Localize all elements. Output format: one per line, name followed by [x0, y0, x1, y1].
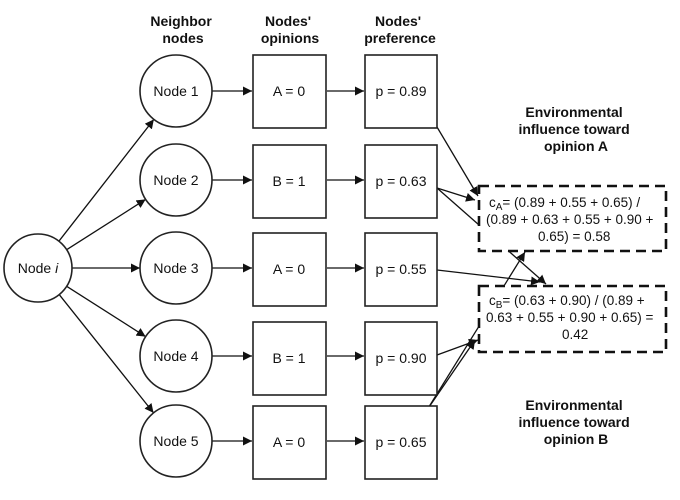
- opinion-box-1: [252, 54, 327, 129]
- center-node: Node i: [3, 233, 73, 303]
- edge-center-to-node-4: [66, 285, 146, 338]
- preference-box-5: [364, 405, 438, 480]
- neighbor-row-1: Node 1 A = 0 p = 0.89: [139, 54, 438, 129]
- preference-box-2: [364, 144, 438, 219]
- neighbor-row-3: Node 3 A = 0 p = 0.55: [139, 231, 438, 307]
- preference-box-4-label: p = 0.90: [376, 350, 427, 366]
- edge-pref-4-to-influence-b: [436, 338, 479, 356]
- preference-box-5-label: p = 0.65: [376, 434, 427, 450]
- header-nodes-preference: Nodes' preference: [364, 13, 436, 46]
- neighbor-node-1: [139, 54, 213, 128]
- preference-box-1-label: p = 0.89: [376, 83, 427, 99]
- header-nodes-opinions: Nodes' opinions: [261, 13, 320, 46]
- preference-box-2-label: p = 0.63: [376, 173, 427, 189]
- formula-b-text: cB= (0.63 + 0.90) / (0.89 + 0.63 + 0.55 …: [486, 293, 657, 342]
- center-node-circle: [3, 233, 73, 303]
- preference-box-4: [364, 321, 438, 396]
- edge-center-to-node-2: [66, 198, 146, 251]
- neighbor-row-5: Node 5 A = 0 p = 0.65: [139, 404, 438, 480]
- edge-pref-1-to-influence-a: [436, 126, 479, 197]
- formula-box-b: cB= (0.63 + 0.90) / (0.89 + 0.63 + 0.55 …: [477, 284, 668, 354]
- neighbor-node-4-label: Node 4: [153, 348, 198, 364]
- center-node-label: Node i: [18, 260, 59, 276]
- neighbor-node-3-label: Node 3: [153, 260, 198, 276]
- formula-box-b-frame: [477, 284, 668, 354]
- neighbor-node-5-label: Node 5: [153, 433, 198, 449]
- preference-box-1: [364, 54, 438, 129]
- edge-pref-5-to-influence-b-side: [426, 339, 476, 411]
- neighbor-node-1-label: Node 1: [153, 83, 198, 99]
- neighbor-node-3: [139, 231, 213, 305]
- edge-center-to-node-1: [58, 118, 155, 242]
- formula-box-a: cA= (0.89 + 0.55 + 0.65) / (0.89 + 0.63 …: [477, 184, 668, 253]
- neighbor-node-2: [139, 143, 213, 217]
- header-neighbor-nodes: Neighbor nodes: [150, 13, 215, 46]
- edge-center-to-node-5: [58, 294, 155, 414]
- opinion-box-2: [252, 144, 327, 219]
- opinion-box-4: [252, 321, 327, 396]
- opinion-box-4-label: B = 1: [272, 350, 305, 366]
- preference-box-3: [364, 232, 438, 307]
- formula-a-text: cA= (0.89 + 0.55 + 0.65) / (0.89 + 0.63 …: [486, 195, 657, 244]
- edge-pref-3-to-influence-a: [436, 269, 541, 286]
- preference-box-3-label: p = 0.55: [376, 261, 427, 277]
- opinion-box-3-label: A = 0: [273, 261, 306, 277]
- neighbor-node-2-label: Node 2: [153, 172, 198, 188]
- formula-box-a-frame: [477, 184, 668, 253]
- neighbor-node-5: [139, 404, 213, 478]
- opinion-box-2-label: B = 1: [272, 173, 305, 189]
- opinion-box-5-label: A = 0: [273, 434, 306, 450]
- neighbor-row-4: Node 4 B = 1 p = 0.90: [139, 319, 438, 396]
- neighbor-node-4: [139, 319, 213, 393]
- neighbor-row-2: Node 2 B = 1 p = 0.63: [139, 143, 438, 219]
- influence-a-title: Environmental influence toward opinion A: [518, 104, 633, 154]
- opinion-box-1-label: A = 0: [273, 83, 306, 99]
- edge-pref-2-to-influence-a-side: [436, 187, 476, 202]
- opinion-box-3: [252, 232, 327, 307]
- edges: [58, 86, 547, 446]
- opinion-box-5: [252, 405, 327, 480]
- edge-pref-5-to-influence-a: [426, 251, 526, 411]
- influence-b-title: Environmental influence toward opinion B: [518, 397, 633, 447]
